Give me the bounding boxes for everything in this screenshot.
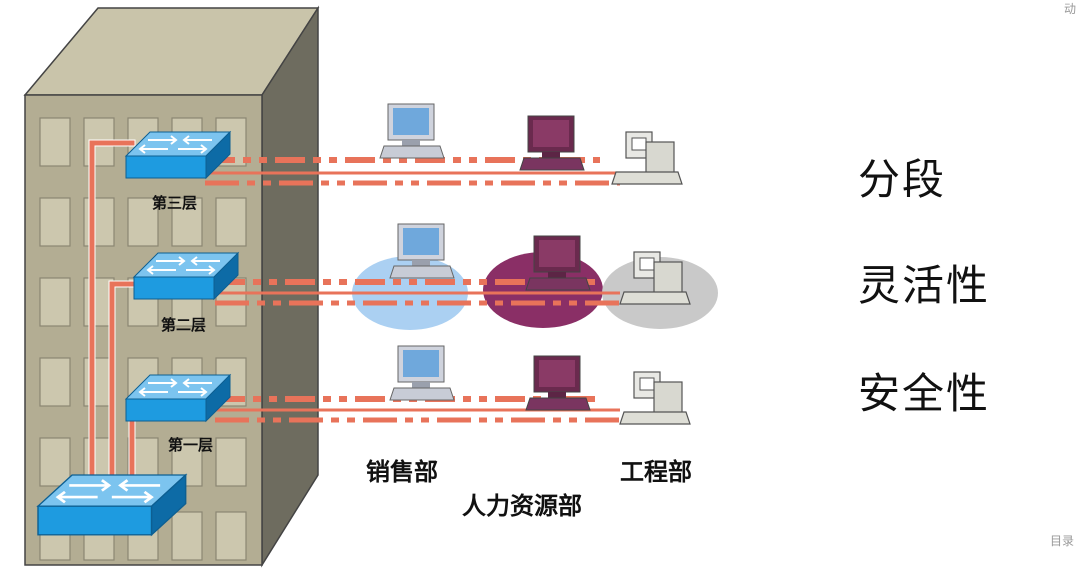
- hr-pc-floor-2: [525, 235, 591, 291]
- building-window: [39, 117, 71, 167]
- building-window: [39, 277, 71, 327]
- building-window: [127, 197, 159, 247]
- building-window: [39, 357, 71, 407]
- hr-pc-floor-3: [519, 115, 585, 171]
- keyword-security: 安全性: [858, 369, 991, 418]
- department-label-sales: 销售部: [366, 458, 438, 486]
- building-window: [39, 437, 71, 487]
- corner-text-top-right: 动: [1063, 2, 1076, 16]
- engineering-pc-floor-3: [611, 131, 683, 185]
- floor-label-third: 第三层: [152, 194, 197, 212]
- building-window: [215, 437, 247, 487]
- sales-pc-floor-1: [389, 345, 455, 401]
- department-label-engineering: 工程部: [620, 458, 692, 486]
- building-window: [215, 511, 247, 561]
- uplink-cables: [88, 139, 142, 494]
- sales-pc-floor-2: [389, 223, 455, 279]
- engineering-pc-floor-1: [619, 371, 691, 425]
- building-window: [171, 511, 203, 561]
- department-label-hr: 人力资源部: [462, 492, 582, 520]
- keyword-flexibility: 灵活性: [858, 261, 991, 310]
- sales-pc-floor-3: [379, 103, 445, 159]
- floor-label-first: 第一层: [168, 436, 213, 454]
- building-window: [39, 197, 71, 247]
- building-window: [215, 197, 247, 247]
- building-window: [171, 197, 203, 247]
- floor-label-second: 第二层: [161, 316, 206, 334]
- keyword-segmentation: 分段: [858, 155, 947, 204]
- table-of-contents-link[interactable]: 目录: [1049, 534, 1074, 548]
- hr-pc-floor-1: [525, 355, 591, 411]
